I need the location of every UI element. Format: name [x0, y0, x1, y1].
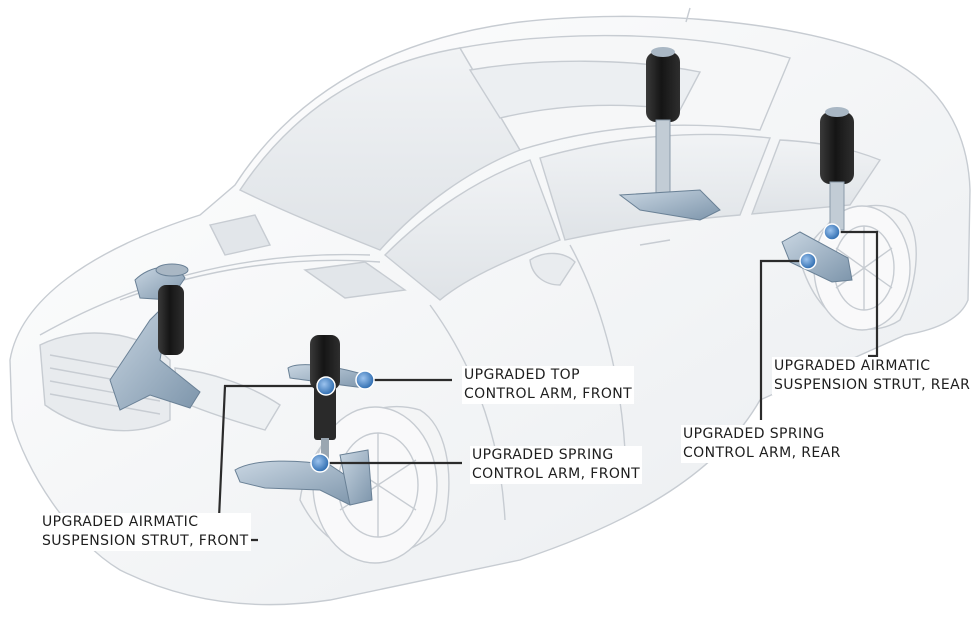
- marker-dot-icon: [311, 454, 329, 472]
- air-strut-icon: [820, 112, 854, 184]
- callout-line-1: UPGRADED SPRING: [683, 425, 841, 444]
- callout-line-2: CONTROL ARM, FRONT: [464, 385, 632, 404]
- air-strut-icon: [158, 285, 184, 355]
- callout-spring-control-arm-rear: UPGRADED SPRING CONTROL ARM, REAR: [681, 425, 843, 463]
- callout-line-1: UPGRADED TOP: [464, 366, 632, 385]
- strut-top-mount: [156, 264, 188, 276]
- callout-airmatic-strut-front: UPGRADED AIRMATIC SUSPENSION STRUT, FRON…: [40, 513, 251, 551]
- marker-dot-icon: [824, 224, 840, 240]
- marker-dot-icon: [356, 371, 374, 389]
- callout-line-2: SUSPENSION STRUT, REAR: [774, 376, 970, 395]
- damper-rod: [656, 120, 670, 195]
- callout-spring-control-arm-front: UPGRADED SPRING CONTROL ARM, FRONT: [470, 446, 642, 484]
- air-strut-icon: [646, 52, 680, 122]
- callout-top-control-arm-front: UPGRADED TOP CONTROL ARM, FRONT: [462, 366, 634, 404]
- callout-airmatic-strut-rear: UPGRADED AIRMATIC SUSPENSION STRUT, REAR: [772, 357, 972, 395]
- callout-line-2: SUSPENSION STRUT, FRONT: [42, 532, 249, 551]
- callout-line-2: CONTROL ARM, REAR: [683, 444, 841, 463]
- strut-top-mount: [825, 107, 849, 117]
- marker-dot-icon: [317, 377, 335, 395]
- marker-dot-icon: [800, 253, 816, 269]
- strut-top-mount: [651, 47, 675, 57]
- callout-line-1: UPGRADED SPRING: [472, 446, 640, 465]
- callout-line-1: UPGRADED AIRMATIC: [42, 513, 249, 532]
- callout-line-2: CONTROL ARM, FRONT: [472, 465, 640, 484]
- damper-rod: [830, 182, 844, 230]
- callout-line-1: UPGRADED AIRMATIC: [774, 357, 970, 376]
